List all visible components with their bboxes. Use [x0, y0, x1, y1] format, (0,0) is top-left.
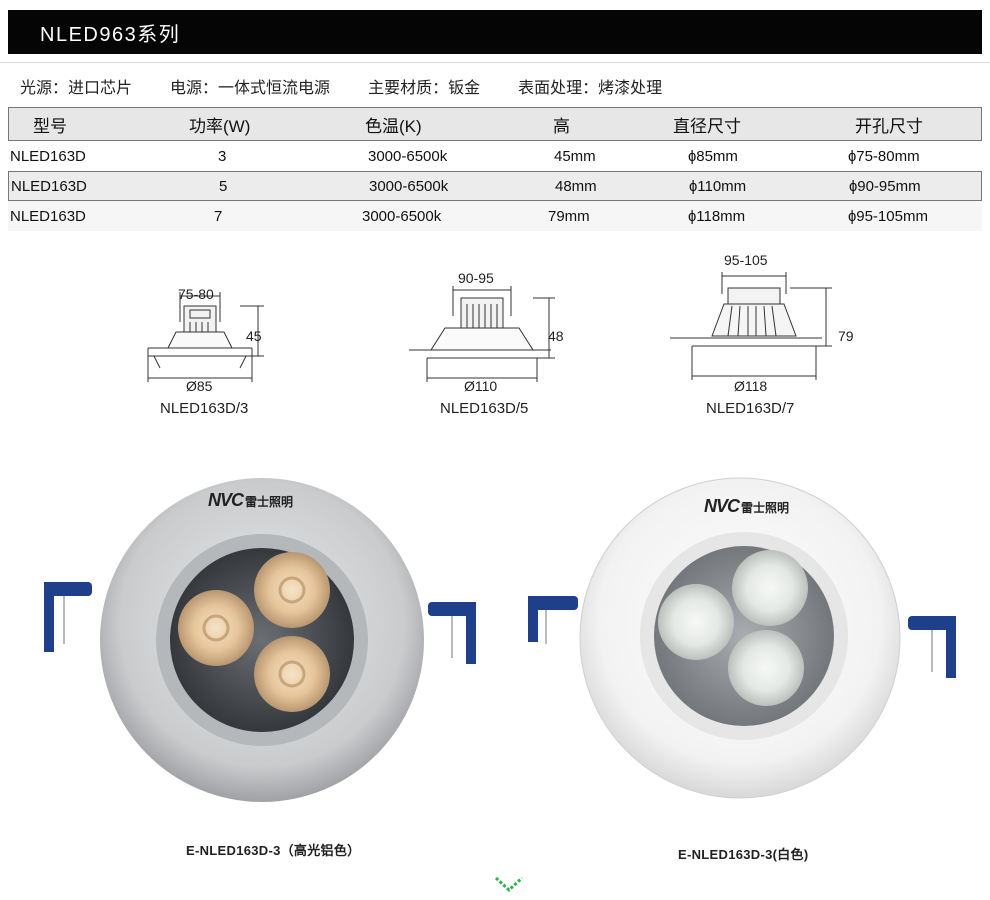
dim-diameter-3w: Ø85 — [186, 378, 213, 394]
table-header-row: 型号 功率(W) 色温(K) 高 直径尺寸 开孔尺寸 — [8, 107, 982, 141]
product-caption-aluminum: E-NLED163D-3（高光铝色） — [186, 843, 361, 858]
header-model: 型号 — [33, 116, 67, 136]
cell-height: 48mm — [555, 177, 597, 195]
cell-power: 5 — [219, 177, 228, 195]
header-color-temp: 色温(K) — [365, 116, 422, 136]
chevron-down-icon[interactable] — [494, 874, 524, 899]
cell-height: 45mm — [554, 147, 596, 165]
table-row: NLED163D 5 3000-6500k 48mm ɸ110mm ɸ90-95… — [8, 171, 982, 201]
dim-height-7w: 79 — [838, 328, 854, 344]
dimension-drawing-7w — [670, 254, 832, 384]
cell-model: NLED163D — [10, 147, 86, 165]
header-diameter: 直径尺寸 — [673, 116, 741, 136]
table-row: NLED163D 3 3000-6500k 45mm ɸ85mm ɸ75-80m… — [8, 141, 982, 171]
dimension-drawing-3w — [140, 282, 280, 382]
page-title: NLED963系列 — [40, 23, 181, 46]
cell-cutout: ɸ95-105mm — [848, 207, 928, 225]
cell-diameter: ɸ118mm — [688, 207, 746, 225]
drawing-label-3w: NLED163D/3 — [160, 400, 249, 417]
cell-color-temp: 3000-6500k — [369, 177, 449, 195]
table-row: NLED163D 7 3000-6500k 79mm ɸ118mm ɸ95-10… — [8, 201, 982, 231]
product-photo-aluminum — [40, 460, 480, 825]
dim-top-3w: 75-80 — [178, 286, 214, 302]
spec-table: 型号 功率(W) 色温(K) 高 直径尺寸 开孔尺寸 NLED163D 3 30… — [8, 107, 982, 231]
dim-diameter-7w: Ø118 — [734, 378, 768, 394]
dimension-drawing-5w — [405, 268, 555, 384]
drawing-label-5w: NLED163D/5 — [440, 400, 529, 417]
header-power: 功率(W) — [189, 116, 251, 136]
page-title-bar: NLED963系列 — [8, 10, 982, 54]
cell-model: NLED163D — [11, 177, 87, 195]
product-photo-white — [526, 466, 966, 831]
cell-height: 79mm — [548, 207, 590, 225]
cell-power: 3 — [218, 147, 227, 165]
cell-diameter: ɸ110mm — [689, 177, 747, 195]
spec-finish: 表面处理：烤漆处理 — [518, 80, 663, 97]
header-height: 高 — [553, 116, 570, 136]
cell-diameter: ɸ85mm — [688, 147, 738, 165]
cell-color-temp: 3000-6500k — [368, 147, 448, 165]
header-cutout: 开孔尺寸 — [855, 116, 923, 136]
cell-color-temp: 3000-6500k — [362, 207, 442, 225]
dim-height-5w: 48 — [548, 328, 564, 344]
cell-cutout: ɸ75-80mm — [848, 147, 920, 165]
cell-model: NLED163D — [10, 207, 86, 225]
dim-top-5w: 90-95 — [458, 270, 494, 286]
spec-line: 光源：进口芯片 电源：一体式恒流电源 主要材质：钣金 表面处理：烤漆处理 — [20, 74, 700, 98]
cell-power: 7 — [214, 207, 223, 225]
dim-diameter-5w: Ø110 — [464, 378, 498, 394]
drawing-label-7w: NLED163D/7 — [706, 400, 795, 417]
dim-height-3w: 45 — [246, 328, 262, 344]
spec-power: 电源：一体式恒流电源 — [170, 80, 331, 97]
product-caption-white: E-NLED163D-3(白色) — [678, 847, 809, 862]
cell-cutout: ɸ90-95mm — [849, 177, 921, 195]
spec-material: 主要材质：钣金 — [368, 80, 481, 97]
spec-light-source: 光源：进口芯片 — [20, 80, 133, 97]
dim-top-7w: 95-105 — [724, 252, 768, 268]
title-divider — [0, 62, 990, 63]
